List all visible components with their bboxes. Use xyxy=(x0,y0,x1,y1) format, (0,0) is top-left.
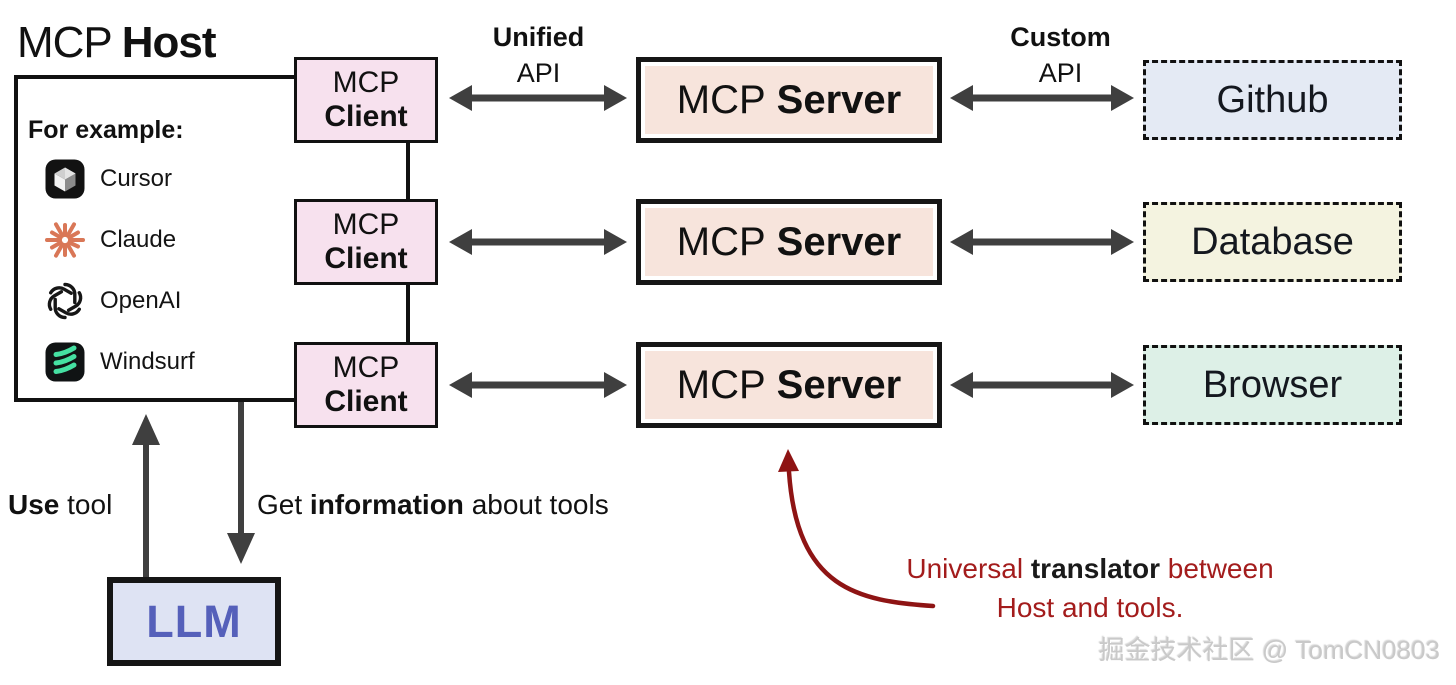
annotation-line2: Host and tools. xyxy=(996,591,1184,623)
get-information-arrow xyxy=(227,400,255,564)
tool-label: Database xyxy=(1191,220,1354,263)
tool-label: Browser xyxy=(1202,363,1343,406)
claude-icon xyxy=(45,222,85,258)
client-server-arrow-row2 xyxy=(449,229,627,255)
client-label-bottom: Client xyxy=(324,242,408,275)
annotation-pre: Universal xyxy=(906,553,1031,584)
use-tool-arrow xyxy=(132,414,160,578)
tool-label: Github xyxy=(1216,78,1329,121)
llm-label: LLM xyxy=(146,595,242,647)
unified-api-line2: API xyxy=(516,57,561,88)
server-label-server: Server xyxy=(776,362,902,407)
use-tool-label: Use tool xyxy=(8,489,112,521)
client-label-top: MCP xyxy=(332,350,400,384)
list-item-claude: Claude xyxy=(44,219,195,261)
tool-box-github: Github xyxy=(1143,60,1402,140)
list-item-openai: OpenAI xyxy=(44,280,195,322)
annotation-post: between xyxy=(1160,553,1274,584)
host-examples-heading: For example: xyxy=(28,116,184,144)
cursor-icon xyxy=(45,159,85,199)
get-info-end: about tools xyxy=(463,489,609,520)
use-tool-rest: tool xyxy=(59,489,113,520)
server-tool-arrow-row3 xyxy=(950,372,1134,398)
tool-box-database: Database xyxy=(1143,202,1402,282)
list-item-cursor: Cursor xyxy=(44,158,195,200)
annotation-text: Universal translator between Host and to… xyxy=(875,550,1305,627)
watermark: 掘金技术社区 @ TomCN0803 xyxy=(1098,635,1440,665)
server-label-mcp: MCP xyxy=(676,219,766,264)
list-item-label: Windsurf xyxy=(100,348,195,375)
annotation-bold: translator xyxy=(1030,553,1160,584)
server-tool-arrow-row2 xyxy=(950,229,1134,255)
windsurf-icon xyxy=(45,342,85,382)
title-host: Host xyxy=(121,18,217,67)
list-item-label: OpenAI xyxy=(100,287,182,314)
client-server-arrow-row3 xyxy=(449,372,627,398)
list-item-windsurf: Windsurf xyxy=(44,341,195,383)
list-item-label: Cursor xyxy=(100,165,173,192)
client-label-top: MCP xyxy=(332,207,400,241)
custom-api-line1: Custom xyxy=(1010,22,1111,52)
custom-api-label: Custom API xyxy=(978,20,1143,91)
mcp-client-box-3: MCP Client xyxy=(294,342,438,428)
mcp-client-box-1: MCP Client xyxy=(294,57,438,143)
llm-box: LLM xyxy=(107,577,281,666)
server-label-server: Server xyxy=(776,77,902,122)
server-label-server: Server xyxy=(776,219,902,264)
title-mcp: MCP xyxy=(17,18,113,67)
server-label-mcp: MCP xyxy=(676,77,766,122)
get-info-start: Get xyxy=(257,489,310,520)
get-information-label: Get information about tools xyxy=(257,489,609,521)
list-item-label: Claude xyxy=(100,226,177,253)
host-examples-list: Cursor Claude xyxy=(44,158,195,383)
unified-api-label: Unified API xyxy=(456,20,621,91)
client-label-bottom: Client xyxy=(324,385,408,418)
client-label-bottom: Client xyxy=(324,100,408,133)
openai-icon xyxy=(47,282,83,320)
mcp-client-box-2: MCP Client xyxy=(294,199,438,285)
get-info-bold: information xyxy=(309,489,464,520)
server-label-mcp: MCP xyxy=(676,362,766,407)
unified-api-line1: Unified xyxy=(492,22,585,52)
use-tool-bold: Use xyxy=(8,489,60,520)
client-label-top: MCP xyxy=(332,65,400,99)
custom-api-line2: API xyxy=(1038,57,1083,88)
tool-box-browser: Browser xyxy=(1143,345,1402,425)
